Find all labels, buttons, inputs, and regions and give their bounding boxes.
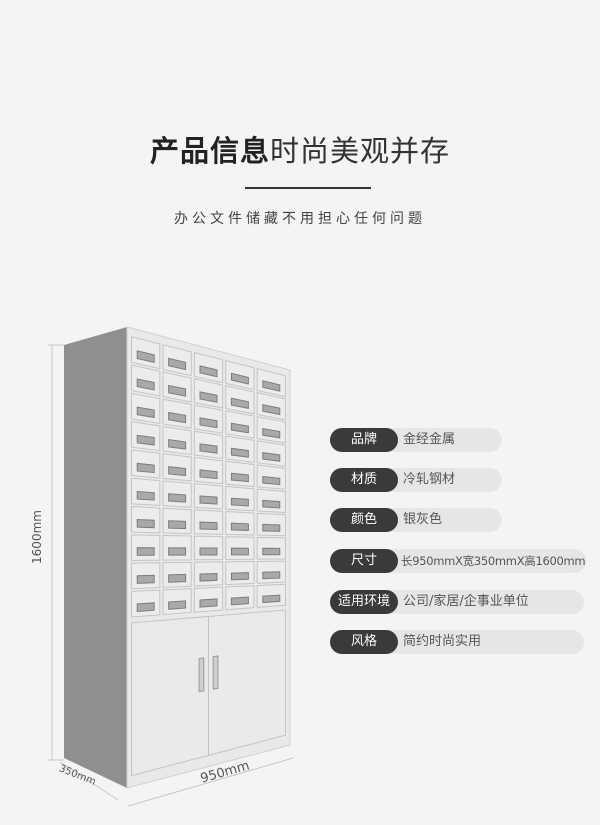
drawer-handle-icon: [199, 391, 218, 403]
title-divider: [245, 187, 371, 189]
drawer-handle-icon: [262, 547, 281, 556]
spec-label: 颜色: [330, 508, 398, 532]
drawer-handle-icon: [199, 365, 218, 378]
drawer-handle-icon: [230, 447, 249, 458]
drawer-handle-icon: [136, 602, 155, 613]
drawer-handle-icon: [168, 466, 187, 477]
spec-value: 冷轧钢材: [403, 472, 456, 487]
drawer-handle-icon: [136, 490, 155, 501]
drawer-handle-icon: [230, 596, 249, 606]
spec-label: 风格: [330, 630, 398, 654]
drawer-handle-icon: [199, 469, 218, 480]
spec-value: 公司/家居/企事业单位: [403, 594, 529, 609]
spec-value: 银灰色: [403, 512, 443, 527]
drawer-handle-icon: [262, 452, 281, 462]
drawer-handle-icon: [199, 598, 218, 608]
subtitle: 办公文件储藏不用担心任何问题: [174, 211, 426, 227]
drawer-handle-icon: [168, 547, 187, 556]
drawer-handle-icon: [199, 572, 218, 582]
drawer-handle-icon: [230, 497, 249, 507]
drawer-handle-icon: [168, 520, 187, 530]
drawer-grid: [131, 336, 286, 618]
drawer-handle-icon: [262, 571, 281, 580]
drawer-handle-icon: [230, 572, 249, 581]
drawer-handle-icon: [230, 372, 249, 385]
drawer-handle-icon: [230, 522, 249, 531]
drawer-handle-icon: [230, 547, 249, 556]
drawer-handle-icon: [136, 462, 155, 474]
drawer-handle-icon: [230, 472, 249, 483]
drawer-handle-icon: [168, 384, 187, 397]
drawer-handle-icon: [262, 428, 281, 439]
title-bold: 产品信息: [149, 134, 270, 168]
drawer-handle-icon: [199, 521, 218, 531]
drawer-handle-icon: [199, 443, 218, 454]
drawer-handle-icon: [136, 574, 155, 584]
drawer-handle-icon: [136, 350, 155, 364]
drawer-handle-icon: [168, 438, 187, 450]
drawer-handle-icon: [168, 411, 187, 424]
drawer-handle-icon: [168, 600, 187, 610]
spec-value: 金经金属: [403, 432, 456, 447]
door-handle-icon: [212, 655, 219, 690]
spec-label: 品牌: [330, 428, 398, 452]
drawer-handle-icon: [168, 493, 187, 503]
spec-value: 长950mmX宽350mmX高1600mm: [401, 554, 586, 568]
drawer-handle-icon: [168, 573, 187, 583]
drawer-handle-icon: [136, 547, 155, 556]
spec-label: 尺寸: [330, 549, 398, 573]
cabinet-doors: [131, 609, 286, 777]
drawer-handle-icon: [262, 499, 281, 509]
drawer-handle-icon: [262, 475, 281, 486]
drawer-handle-icon: [262, 523, 281, 532]
spec-value: 简约时尚实用: [403, 634, 482, 649]
drawer-handle-icon: [262, 594, 281, 604]
drawer-handle-icon: [136, 406, 155, 419]
spec-label: 适用环境: [330, 590, 398, 614]
height-dimension: 1600mm: [29, 510, 44, 564]
dimension-lines: [48, 344, 294, 807]
drawer-handle-icon: [230, 422, 249, 434]
title-regular: 时尚美观并存: [270, 134, 451, 168]
left-door: [131, 615, 209, 777]
drawer-handle-icon: [136, 378, 155, 391]
spec-label: 材质: [330, 468, 398, 492]
right-door: [208, 609, 286, 756]
drawer-handle-icon: [262, 404, 281, 416]
drawer-handle-icon: [262, 380, 281, 392]
drawer-handle-icon: [136, 434, 155, 446]
drawer-handle-icon: [199, 547, 218, 556]
drawer-handle-icon: [230, 397, 249, 410]
cabinet-side-panel: [64, 327, 127, 788]
page-title: 产品信息时尚美观并存: [0, 128, 600, 170]
drawer-handle-icon: [199, 495, 218, 505]
drawer-handle-icon: [136, 519, 155, 529]
drawer-handle-icon: [168, 357, 187, 371]
door-handle-icon: [198, 657, 205, 693]
drawer-handle-icon: [199, 417, 218, 429]
